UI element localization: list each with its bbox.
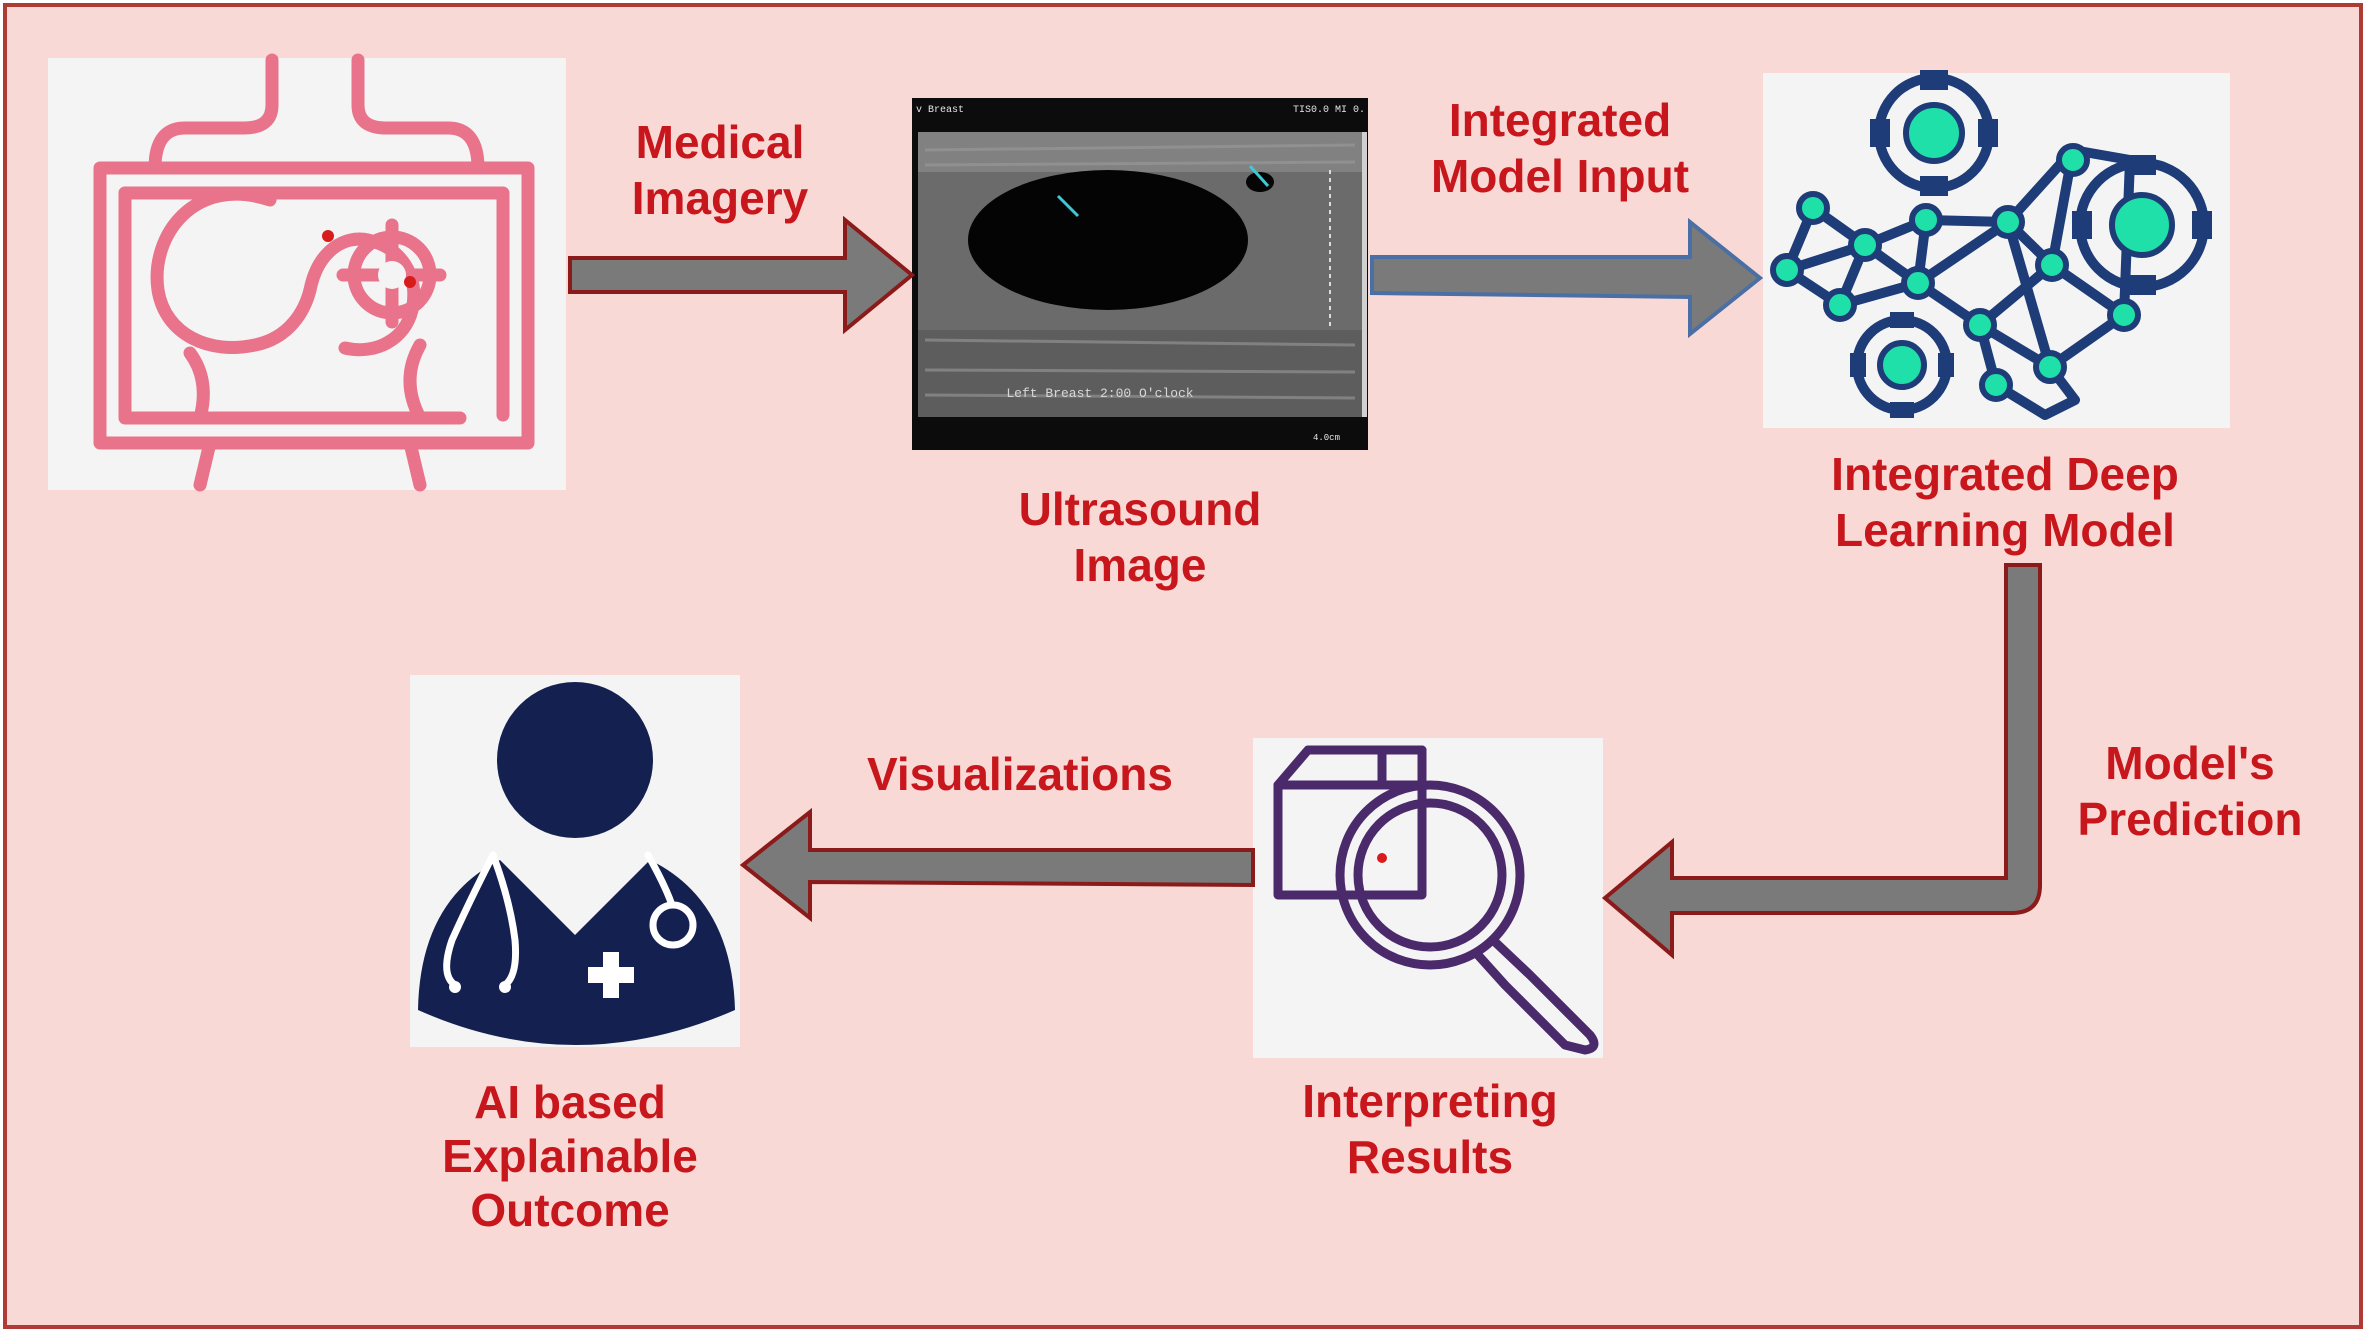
scan-top-left-text: v Breast <box>916 105 964 116</box>
breast-screening-monitor-icon <box>48 53 566 492</box>
deep-learning-model-label: Integrated Deep Learning Model <box>1831 448 2179 556</box>
medical-imagery-arrow <box>568 215 916 335</box>
model-input-label: Integrated Model Input <box>1430 94 1690 202</box>
visualizations-label: Visualizations <box>867 748 1173 800</box>
medical-imagery-label: Medical Imagery <box>631 116 809 224</box>
model-input-arrow <box>1370 217 1764 339</box>
visualizations-arrow <box>739 807 1255 923</box>
neural-network-gears-icon <box>1763 70 2230 428</box>
ultrasound-image-label: Ultrasound Image <box>1018 483 1262 591</box>
interpreting-results-label: Interpreting Results <box>1302 1075 1558 1183</box>
scan-top-right-text: TIS0.0 MI 0. <box>1293 105 1365 116</box>
model-prediction-arrow <box>1601 563 2042 960</box>
doctor-stethoscope-icon <box>410 675 740 1047</box>
scan-depth-text: 4.0cm <box>1313 433 1340 443</box>
magnifier-cube-icon <box>1253 738 1603 1058</box>
explainable-outcome-label: AI based Explainable Outcome <box>442 1076 698 1236</box>
model-prediction-label: Model's Prediction <box>2077 737 2303 845</box>
ultrasound-scan-image: v Breast TIS0.0 MI 0. Left Breast 2:00 O… <box>912 98 1368 450</box>
scan-caption-text: Left Breast 2:00 O'clock <box>1006 386 1193 401</box>
